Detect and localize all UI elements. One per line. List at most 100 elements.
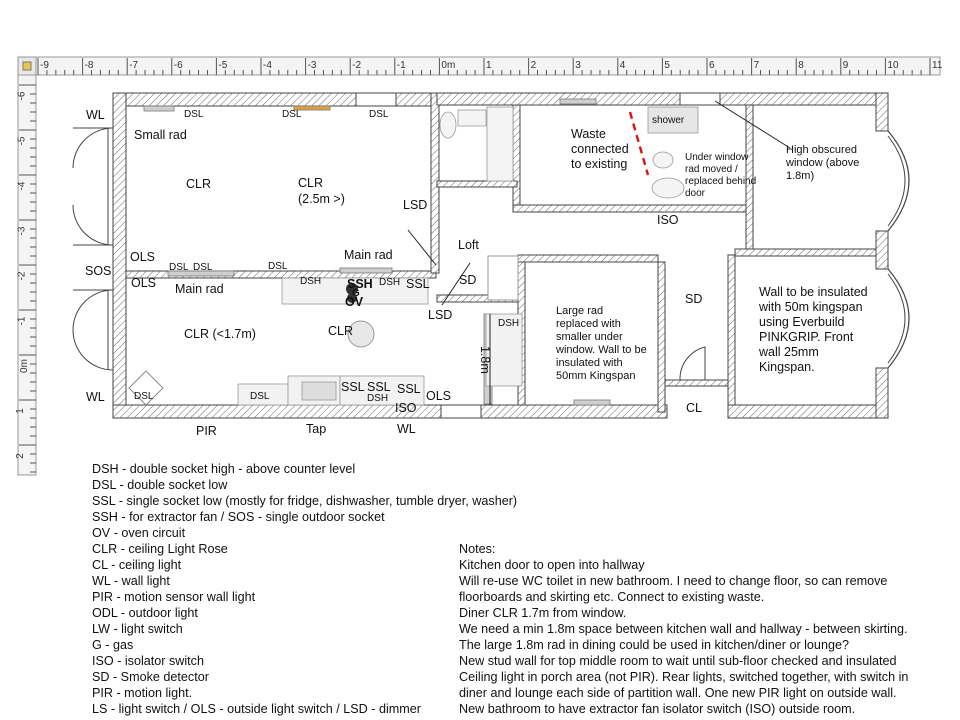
legend-item: ODL - outdoor light xyxy=(92,606,198,620)
legend-item: WL - wall light xyxy=(92,574,170,588)
kitchen-units xyxy=(237,277,523,406)
loft-line-2 xyxy=(441,262,471,306)
label-wl-bottom: WL xyxy=(86,390,105,404)
label-dsl-m2: DSL xyxy=(193,262,213,273)
top-ruler-label: 11 xyxy=(932,60,943,71)
label-dsh-3: DSH xyxy=(367,393,389,404)
hob xyxy=(346,283,358,295)
label-dsl-m1: DSL xyxy=(169,262,189,273)
label-tap: Tap xyxy=(306,422,327,436)
label-ssh: SSH xyxy=(347,277,373,291)
left-ruler-label: -4 xyxy=(16,181,28,191)
label-clr-mid: CLR xyxy=(298,176,324,190)
legend-item: SD - Smoke detector xyxy=(92,670,209,684)
top-ruler-label: 3 xyxy=(575,60,581,71)
note-line: Diner CLR 1.7m from window. xyxy=(459,606,627,620)
top-ruler-label: -8 xyxy=(84,60,94,71)
loft-hatch xyxy=(487,255,519,301)
top-ruler xyxy=(17,56,941,76)
red-dashed-line xyxy=(628,111,650,176)
bay-window-top xyxy=(887,130,910,232)
top-ruler-label: 7 xyxy=(753,60,760,71)
ceiling-light-fitting xyxy=(347,320,375,348)
left-ruler-label: -3 xyxy=(16,226,28,236)
legend-item: DSH - double socket high - above counter… xyxy=(92,462,356,476)
bay-window-top-inner xyxy=(887,135,906,227)
top-ruler-label: 4 xyxy=(619,60,626,71)
note-line: New bathroom to have extractor fan isola… xyxy=(459,702,856,716)
legend-item: CLR - ceiling Light Rose xyxy=(92,542,228,556)
top-ruler-label: -2 xyxy=(352,60,362,71)
legend-item: PIR - motion sensor wall light xyxy=(92,590,256,604)
note-line: We need a min 1.8m space between kitchen… xyxy=(459,622,908,636)
hob-2 xyxy=(347,293,357,303)
label-ols-1: OLS xyxy=(130,250,156,264)
top-ruler-label: 0m xyxy=(441,60,456,71)
top-ruler-label: 5 xyxy=(664,60,670,71)
top-ruler-label: -5 xyxy=(218,60,228,71)
note-line: Notes: xyxy=(459,542,496,556)
table xyxy=(128,370,164,406)
label-ols-3: OLS xyxy=(426,389,452,403)
legend-item: LW - light switch xyxy=(92,622,183,636)
note-line: The large 1.8m rad in dining could be us… xyxy=(459,638,849,652)
bay-window-bottom-inner xyxy=(887,273,906,364)
label-wl-top: WL xyxy=(86,108,105,122)
label-wall-insulated: Wall to be insulated with 50m kingspan u… xyxy=(759,285,868,374)
label-clr-kitchen: CLR xyxy=(328,324,354,338)
note-line: New stud wall for top middle room to wai… xyxy=(459,654,897,668)
left-ruler-label: 2 xyxy=(14,453,26,459)
label-dsl-t3: DSL xyxy=(369,109,389,120)
left-ruler-label: -2 xyxy=(16,271,28,281)
bathroom-fixtures xyxy=(439,106,699,199)
top-ruler-label: -1 xyxy=(396,60,406,71)
label-ov: OV xyxy=(345,295,364,309)
label-lsd-1: LSD xyxy=(403,198,428,212)
ruler-corner-marker xyxy=(22,61,32,71)
label-dsl-m3: DSL xyxy=(268,261,288,272)
cupboard-door xyxy=(679,346,706,381)
window-pointer-line xyxy=(714,100,791,149)
left-ruler-label: -6 xyxy=(16,91,28,101)
note-line: Kitchen door to open into hallway xyxy=(459,558,645,572)
label-cl: CL xyxy=(686,401,702,415)
legend-item: G - gas xyxy=(92,638,134,652)
label-iso-2: ISO xyxy=(657,213,679,227)
top-ruler-label: -6 xyxy=(173,60,183,71)
left-ruler-label: -5 xyxy=(16,136,28,146)
label-iso-1: ISO xyxy=(395,401,417,415)
top-ruler-label: 2 xyxy=(530,60,537,71)
label-high-obscured: High obscured window (above 1.8m) xyxy=(786,144,860,182)
label-small-rad: Small rad xyxy=(134,128,187,142)
legend-item: ISO - isolator switch xyxy=(92,654,204,668)
label-shower: shower xyxy=(652,115,685,126)
label-ssl-4: SSL xyxy=(397,382,421,396)
top-ruler-label: 1 xyxy=(486,60,492,71)
top-ruler-label: 6 xyxy=(709,60,715,71)
top-ruler-label: -7 xyxy=(129,60,139,71)
windows xyxy=(355,92,721,419)
label-clr-diner: CLR (<1.7m) xyxy=(184,327,256,341)
note-line: floorboards and skirting etc. Connect to… xyxy=(459,590,765,604)
label-ssl-1: SSL xyxy=(406,277,430,291)
label-lsd-2: LSD xyxy=(428,308,453,322)
label-under-window: Under window rad moved / replaced behind… xyxy=(685,152,757,199)
label-main-rad-1: Main rad xyxy=(344,248,393,262)
top-ruler-label: -3 xyxy=(307,60,317,71)
legend-item: CL - ceiling light xyxy=(92,558,182,572)
bay-window-bottom xyxy=(887,268,910,369)
label-sd-1: SD xyxy=(459,273,477,287)
label-dsh-4: DSH xyxy=(498,318,520,329)
loft-line-1 xyxy=(407,229,437,266)
note-line: Will re-use WC toilet in new bathroom. I… xyxy=(459,574,888,588)
top-ruler-label: 10 xyxy=(887,60,899,71)
label-g: G xyxy=(352,288,360,299)
label-dsl-b1: DSL xyxy=(134,391,154,402)
top-ruler-label: 8 xyxy=(798,60,804,71)
label-waste: Waste connected to existing xyxy=(571,127,629,171)
label-dsl-t1: DSL xyxy=(184,109,204,120)
legend-item: SSH - for extractor fan / SOS - single o… xyxy=(92,510,385,524)
left-ruler-label: -1 xyxy=(16,316,28,326)
